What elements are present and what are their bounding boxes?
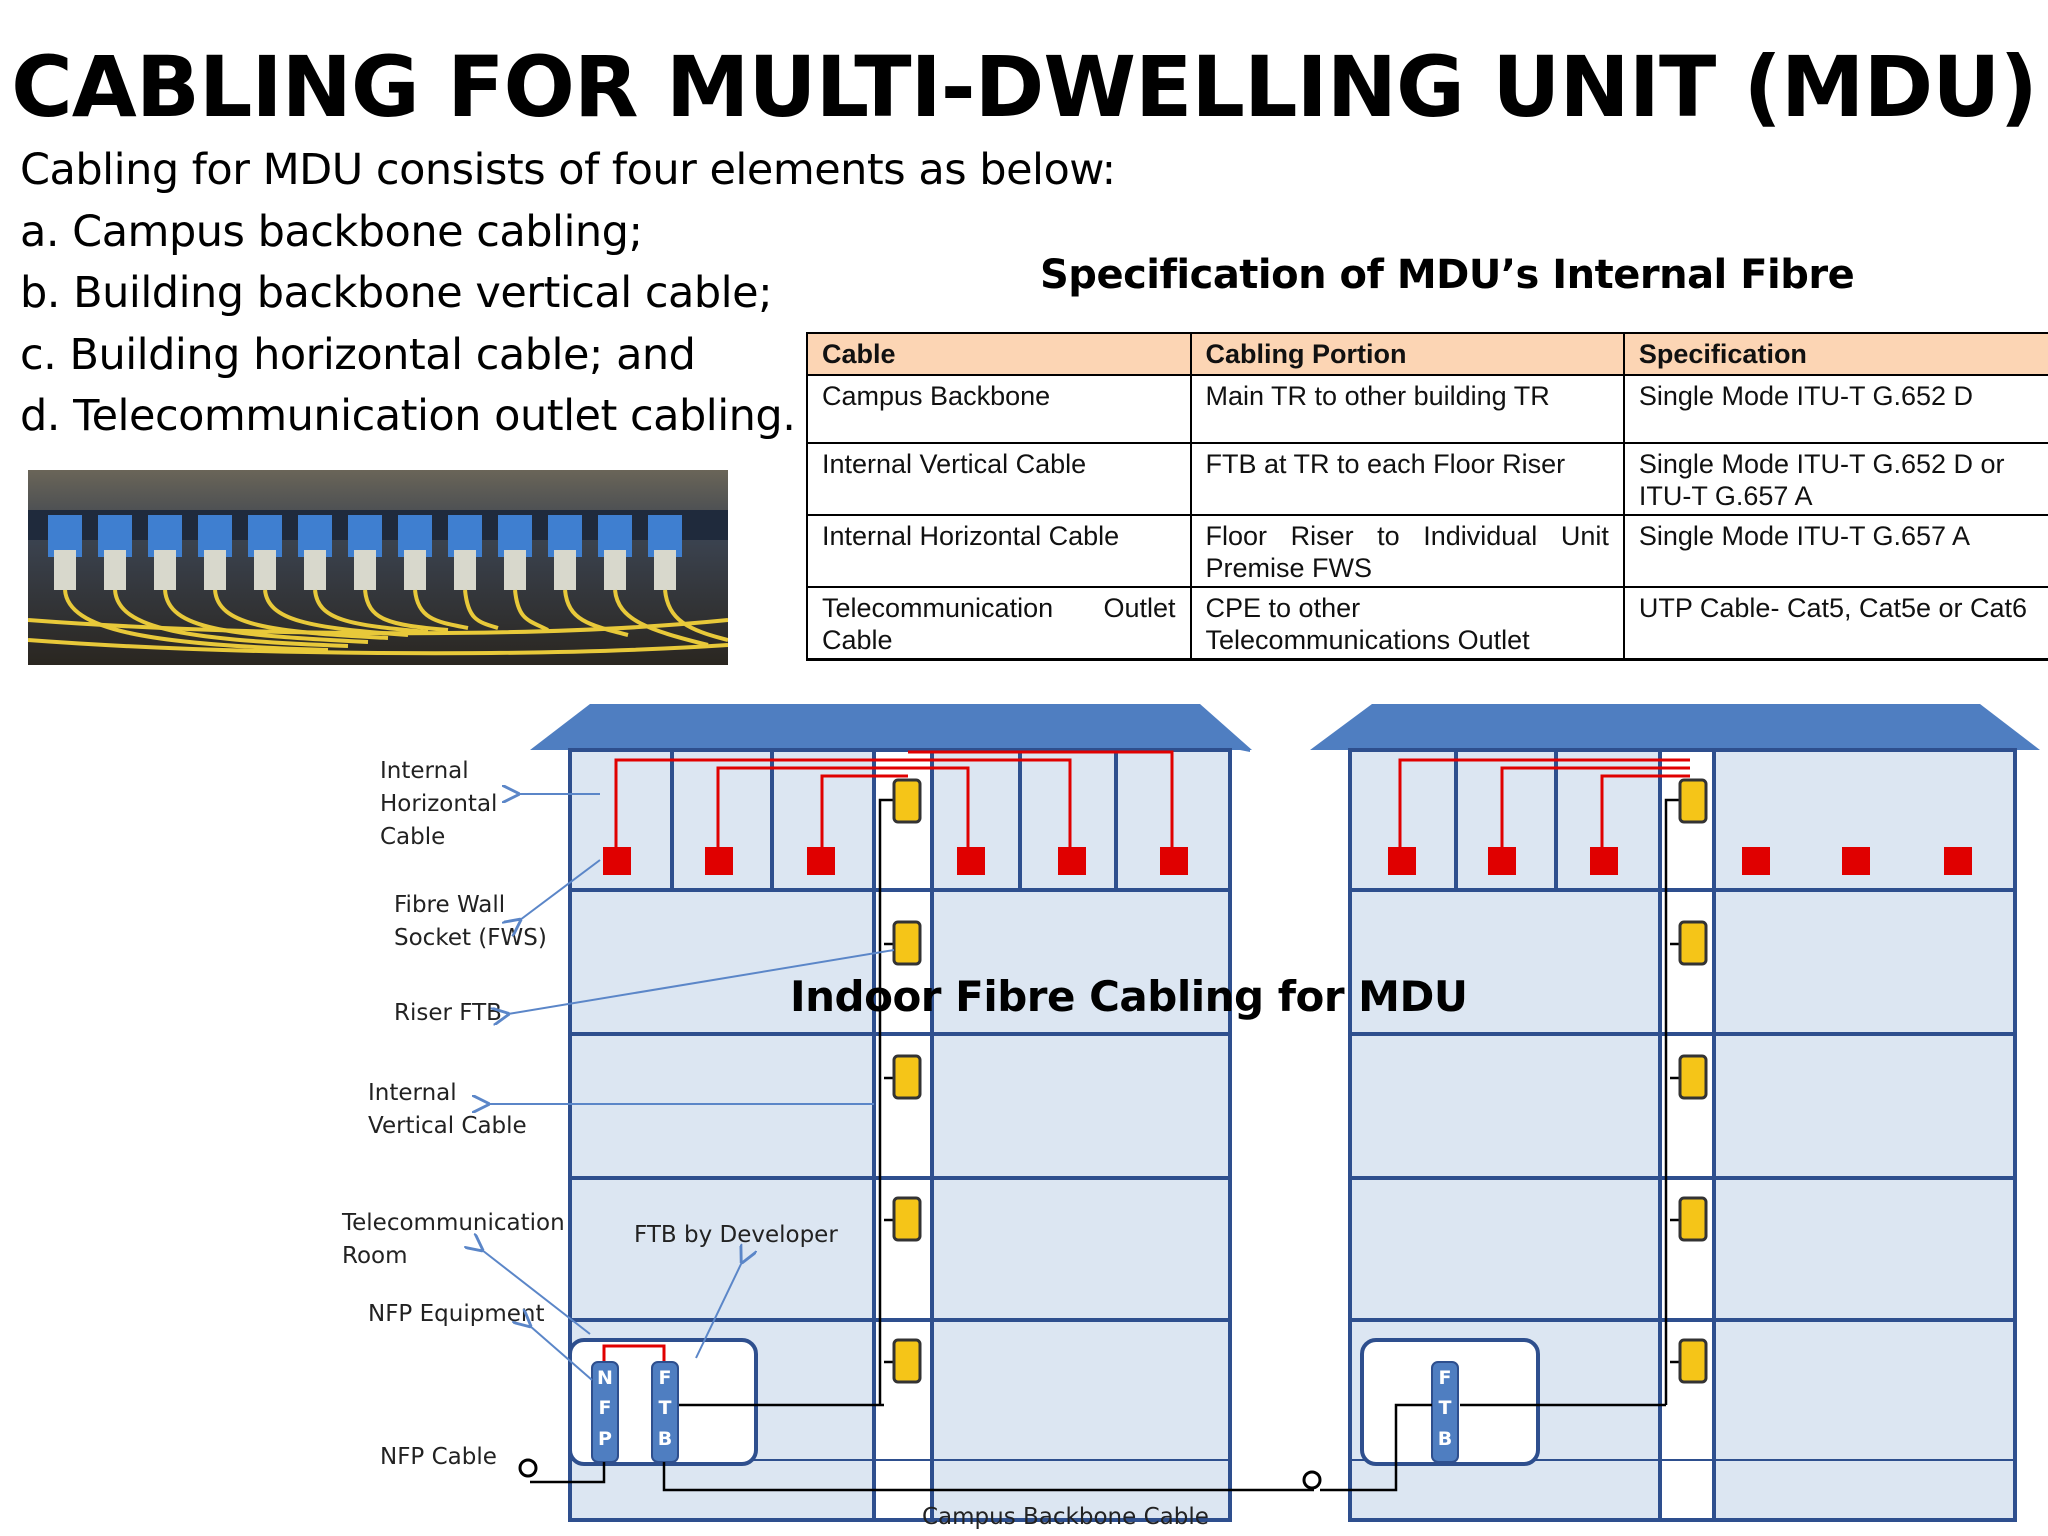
cell-spec: Single Mode ITU-T G.652 D <box>1622 375 2048 444</box>
cell-cable: Campus Backbone <box>806 375 1192 444</box>
svg-text:P: P <box>598 1428 612 1450</box>
table-row: Telecommunication Outlet Cable CPE to ot… <box>806 587 2048 661</box>
label-telecom-room-1: Telecommunication <box>341 1210 565 1236</box>
intro-item-d: d. Telecommunication outlet cabling. <box>20 391 796 441</box>
intro-list: Cabling for MDU consists of four element… <box>20 140 1116 448</box>
table-row: Campus Backbone Main TR to other buildin… <box>806 375 2048 444</box>
svg-text:F: F <box>599 1397 612 1419</box>
header-cable: Cable <box>806 332 1192 376</box>
building-left <box>530 704 1252 1522</box>
label-telecom-room-2: Room <box>342 1243 408 1269</box>
intro-lead: Cabling for MDU consists of four element… <box>20 145 1116 195</box>
cell-spec: Single Mode ITU-T G.652 D or ITU-T G.657… <box>1622 443 2048 516</box>
label-internal-horizontal-2: Horizontal <box>380 791 497 817</box>
cell-portion: CPE to other Telecommunications Outlet <box>1189 587 1625 661</box>
label-fws-1: Fibre Wall <box>394 892 505 918</box>
label-riser-ftb: Riser FTB <box>394 1000 502 1026</box>
building-right <box>1310 704 2040 1522</box>
svg-text:T: T <box>659 1397 672 1419</box>
cell-cable: Internal Vertical Cable <box>806 443 1192 516</box>
intro-item-c: c. Building horizontal cable; and <box>20 329 696 380</box>
svg-text:T: T <box>1439 1397 1452 1419</box>
roof-left-shape <box>530 704 1252 750</box>
cell-portion: Floor Riser to Individual Unit Premise F… <box>1189 515 1625 588</box>
cell-portion: FTB at TR to each Floor Riser <box>1189 443 1625 516</box>
cell-spec: Single Mode ITU-T G.657 A <box>1622 515 2048 588</box>
horizontal-cables-left <box>614 750 1174 860</box>
backbone-cables <box>518 1403 1432 1492</box>
page-title: CABLING FOR MULTI-DWELLING UNIT (MDU) <box>11 38 2038 136</box>
fws-sockets <box>603 847 1972 875</box>
label-internal-horizontal-1: Internal <box>380 758 469 784</box>
table-row: Internal Horizontal Cable Floor Riser to… <box>806 515 2048 588</box>
fibre-patch-panel-photo <box>28 470 728 665</box>
label-internal-horizontal-3: Cable <box>380 824 445 850</box>
spec-table: Cable Cabling Portion Specification Camp… <box>806 332 2048 661</box>
label-nfp-equipment: NFP Equipment <box>368 1301 544 1327</box>
cell-cable: Internal Horizontal Cable <box>806 515 1192 588</box>
svg-text:B: B <box>658 1428 672 1450</box>
table-caption: Specification of MDU’s Internal Fibre <box>1040 252 1855 298</box>
label-campus-backbone-cable: Campus Backbone Cable <box>922 1504 1209 1530</box>
svg-text:F: F <box>1439 1367 1452 1389</box>
label-arrows <box>482 794 895 1381</box>
horizontal-cables-right <box>1398 758 1690 860</box>
label-ftb-by-developer: FTB by Developer <box>634 1222 838 1248</box>
label-internal-vertical-1: Internal <box>368 1080 457 1106</box>
vertical-cable-right <box>1460 798 1680 1407</box>
vertical-cable-left <box>676 798 894 1407</box>
svg-text:N: N <box>597 1367 613 1389</box>
header-specification: Specification <box>1622 332 2048 376</box>
label-internal-vertical-2: Vertical Cable <box>368 1113 527 1139</box>
intro-item-a: a. Campus backbone cabling; <box>20 206 643 257</box>
cell-cable: Telecommunication Outlet Cable <box>806 587 1192 661</box>
svg-text:B: B <box>1438 1428 1452 1450</box>
label-fws-2: Socket (FWS) <box>394 925 547 951</box>
ftb-box-left: F T B <box>651 1361 679 1463</box>
mdu-cabling-diagram: N F P F T B F T B Internal Horizontal Ca… <box>341 704 2040 1530</box>
nfp-box: N F P <box>591 1361 619 1463</box>
table-header-row: Cable Cabling Portion Specification <box>806 332 2048 376</box>
diagram-caption: Indoor Fibre Cabling for MDU <box>790 972 1468 1021</box>
svg-text:F: F <box>659 1367 672 1389</box>
table-row: Internal Vertical Cable FTB at TR to eac… <box>806 443 2048 516</box>
riser-ftbs <box>892 778 1708 1384</box>
roof-right <box>1310 704 2040 750</box>
cell-spec: UTP Cable- Cat5, Cat5e or Cat6 <box>1622 587 2048 661</box>
ftb-box-right: F T B <box>1431 1361 1459 1463</box>
cell-portion: Main TR to other building TR <box>1189 375 1625 444</box>
label-nfp-cable: NFP Cable <box>380 1444 497 1470</box>
intro-item-b: b. Building backbone vertical cable; <box>20 268 773 318</box>
header-cabling-portion: Cabling Portion <box>1189 332 1625 376</box>
